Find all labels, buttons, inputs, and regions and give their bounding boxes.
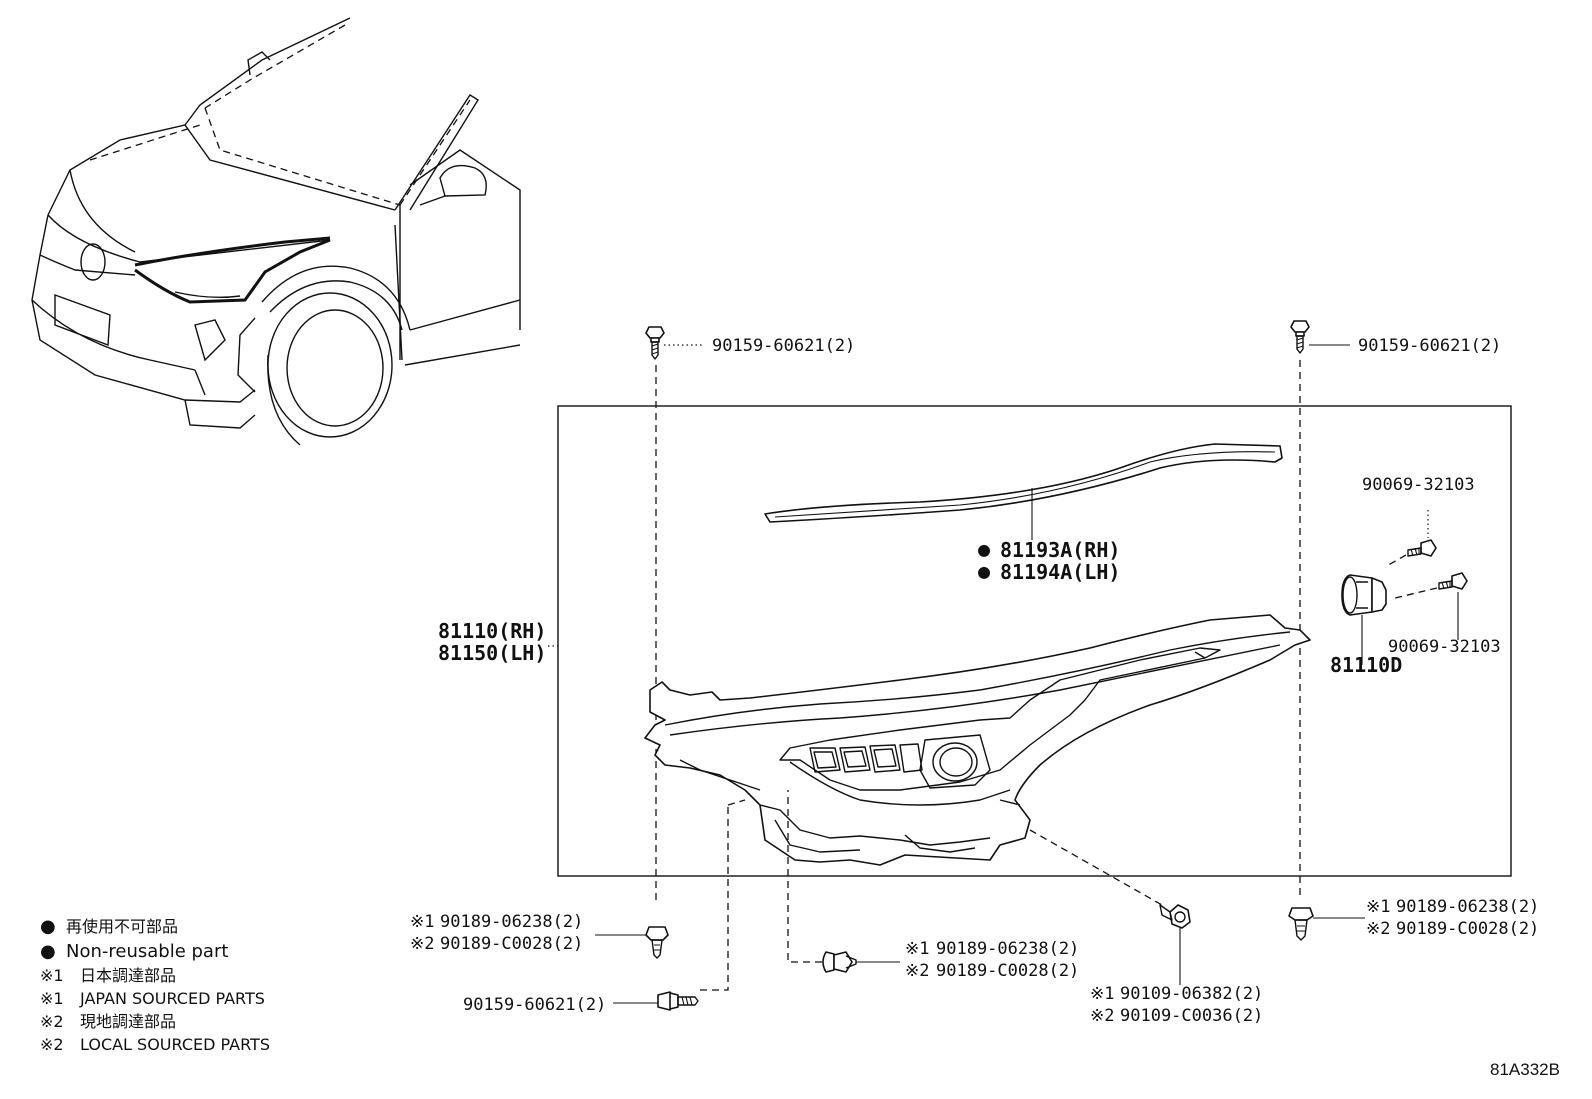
clip-bottom-center xyxy=(822,951,857,973)
legend-local-jp: 現地調達部品 xyxy=(80,1012,176,1031)
legend-dot: ● xyxy=(40,941,56,962)
mark-japan: ※1 xyxy=(410,912,434,932)
legend-mark-local: ※2 xyxy=(40,1012,64,1031)
legend-dot: ● xyxy=(40,916,56,937)
mark-local: ※2 xyxy=(905,961,929,981)
callout-clip-right-japan: 90189-06238(2) xyxy=(1396,897,1539,917)
legend-local-en: LOCAL SOURCED PARTS xyxy=(80,1035,270,1054)
headlamp-assembly xyxy=(644,614,1311,866)
legend-mark-japan: ※1 xyxy=(40,966,64,985)
callout-screw-upper: 90069-32103 xyxy=(1362,475,1475,495)
callout-bolt-mid-japan: 90109-06382(2) xyxy=(1120,984,1263,1004)
socket-assembly xyxy=(1341,574,1387,616)
headlamp-trim-strip xyxy=(764,443,1283,523)
figure-code: 81A332B xyxy=(1490,1060,1560,1079)
clip-bottom-left xyxy=(645,926,669,959)
callout-bolt-mid-local: 90109-C0036(2) xyxy=(1120,1006,1263,1026)
callout-socket: 81110D xyxy=(1330,653,1402,677)
bolt-top-left xyxy=(645,326,665,360)
screw-upper xyxy=(1407,539,1437,557)
mark-local: ※2 xyxy=(1366,919,1390,939)
callout-clip-mid-japan: 90189-06238(2) xyxy=(936,939,1079,959)
mark-japan: ※1 xyxy=(1366,897,1390,917)
callout-headlamp-rh: 81110(RH) xyxy=(438,619,546,643)
callout-bolt-bottom-left: 90159-60621(2) xyxy=(463,995,606,1015)
callout-clip-left-local: 90189-C0028(2) xyxy=(440,934,583,954)
callout-trim-strip-rh: 81193A(RH) xyxy=(1000,538,1120,562)
callout-screw-lower: 90069-32103 xyxy=(1388,637,1501,657)
legend-japan-jp: 日本調達部品 xyxy=(80,966,176,985)
legend-mark-local: ※2 xyxy=(40,1035,64,1054)
legend-mark-japan: ※1 xyxy=(40,989,64,1008)
car-front-illustration xyxy=(31,17,521,446)
mark-local: ※2 xyxy=(410,934,434,954)
screw-lower xyxy=(1438,572,1468,590)
assembly-frame xyxy=(557,405,1512,877)
legend-japan-en: JAPAN SOURCED PARTS xyxy=(79,989,265,1008)
callout-bolt-top-left: 90159-60621(2) xyxy=(712,336,855,356)
callout-headlamp-lh: 81150(LH) xyxy=(438,641,546,665)
callout-bolt-top-right: 90159-60621(2) xyxy=(1358,336,1501,356)
bolt-bottom-center xyxy=(1159,904,1191,929)
bolt-bottom-left xyxy=(657,991,699,1011)
non-reusable-dot: ● xyxy=(978,559,990,583)
legend-non-reusable-jp: 再使用不可部品 xyxy=(66,917,178,936)
callout-clip-right-local: 90189-C0028(2) xyxy=(1396,919,1539,939)
non-reusable-dot: ● xyxy=(978,537,990,561)
bolt-top-right xyxy=(1290,320,1310,354)
clip-bottom-right xyxy=(1288,907,1314,941)
callout-clip-left-japan: 90189-06238(2) xyxy=(440,912,583,932)
mark-local: ※2 xyxy=(1090,1006,1114,1026)
headlamp-led-modules xyxy=(809,734,991,789)
callout-clip-mid-local: 90189-C0028(2) xyxy=(936,961,1079,981)
legend: ● 再使用不可部品 ● Non-reusable part ※1 日本調達部品 … xyxy=(40,916,270,1054)
callout-trim-strip-lh: 81194A(LH) xyxy=(1000,560,1120,584)
legend-non-reusable-en: Non-reusable part xyxy=(66,941,228,962)
mark-japan: ※1 xyxy=(1090,984,1114,1004)
mark-japan: ※1 xyxy=(905,939,929,959)
